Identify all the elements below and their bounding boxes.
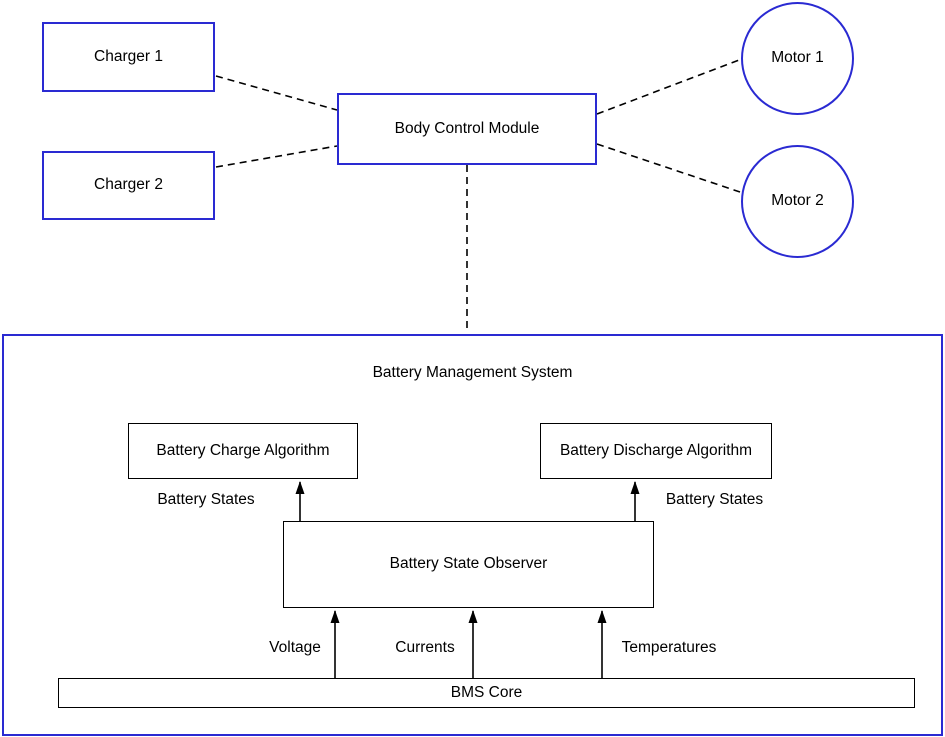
edge-label-battery-states-left: Battery States [150, 490, 262, 510]
edge-label-voltage: Voltage [260, 638, 330, 658]
edge-label-temperatures: Temperatures [616, 638, 722, 658]
node-label: Motor 1 [771, 49, 824, 67]
node-label: BMS Core [450, 683, 523, 701]
edge-bcm-motor1 [596, 59, 740, 115]
edge-charger2-bcm [215, 145, 338, 168]
node-label: Battery Discharge Algorithm [559, 441, 753, 459]
node-body-control-module: Body Control Module [337, 93, 597, 165]
node-motor-2: Motor 2 [741, 145, 854, 258]
node-battery-charge-algorithm: Battery Charge Algorithm [128, 423, 358, 479]
node-battery-state-observer: Battery State Observer [283, 521, 654, 608]
edge-label-currents: Currents [390, 638, 460, 658]
edge-label-battery-states-right: Battery States [661, 490, 768, 510]
edge-bcm-motor2 [596, 143, 741, 193]
node-label: Body Control Module [394, 119, 540, 137]
node-label: Battery State Observer [389, 555, 548, 573]
node-label: Battery Charge Algorithm [156, 441, 330, 459]
node-label: Charger 2 [94, 176, 163, 194]
node-bms-core: BMS Core [58, 678, 915, 708]
node-battery-discharge-algorithm: Battery Discharge Algorithm [540, 423, 772, 479]
node-charger-1: Charger 1 [42, 22, 215, 92]
container-title-battery-management-system: Battery Management System [372, 364, 573, 381]
node-label: Charger 1 [94, 47, 163, 65]
node-motor-1: Motor 1 [741, 2, 854, 115]
node-label: Motor 2 [771, 192, 824, 210]
edge-charger1-bcm [215, 75, 338, 111]
node-charger-2: Charger 2 [42, 151, 215, 220]
